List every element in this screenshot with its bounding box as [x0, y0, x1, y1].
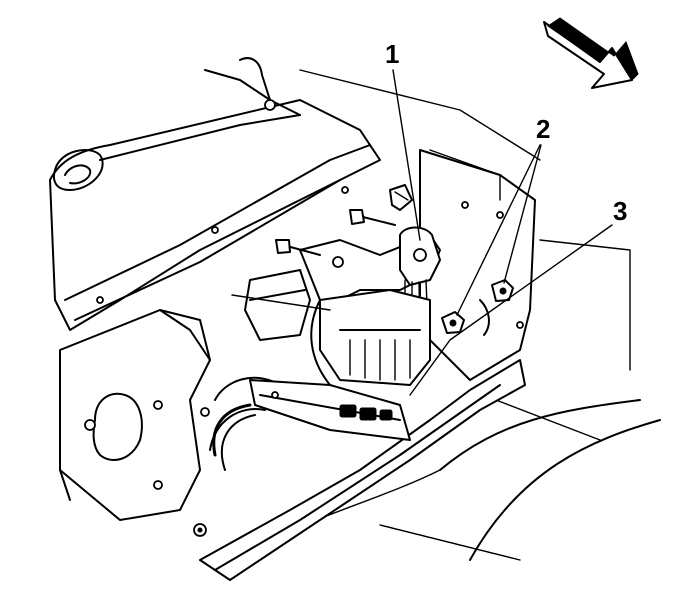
- lower-wheelhouse-panel: [59, 309, 281, 537]
- wiring-harness: [212, 299, 331, 471]
- upper-cross-member: [49, 57, 381, 331]
- leader-lines: [392, 69, 613, 396]
- module-bracket: [299, 226, 441, 336]
- lower-connector-tray: [249, 379, 411, 441]
- control-module: [319, 289, 431, 386]
- callout-3: 3: [613, 196, 627, 226]
- direction-arrow-icon: [543, 17, 639, 89]
- left-connector-block: [231, 269, 331, 341]
- bolt-fasteners: [275, 184, 413, 256]
- callout-1: 1: [385, 39, 399, 69]
- callout-2: 2: [536, 114, 550, 144]
- lower-brace: [199, 359, 526, 581]
- nut-fasteners: [441, 279, 514, 334]
